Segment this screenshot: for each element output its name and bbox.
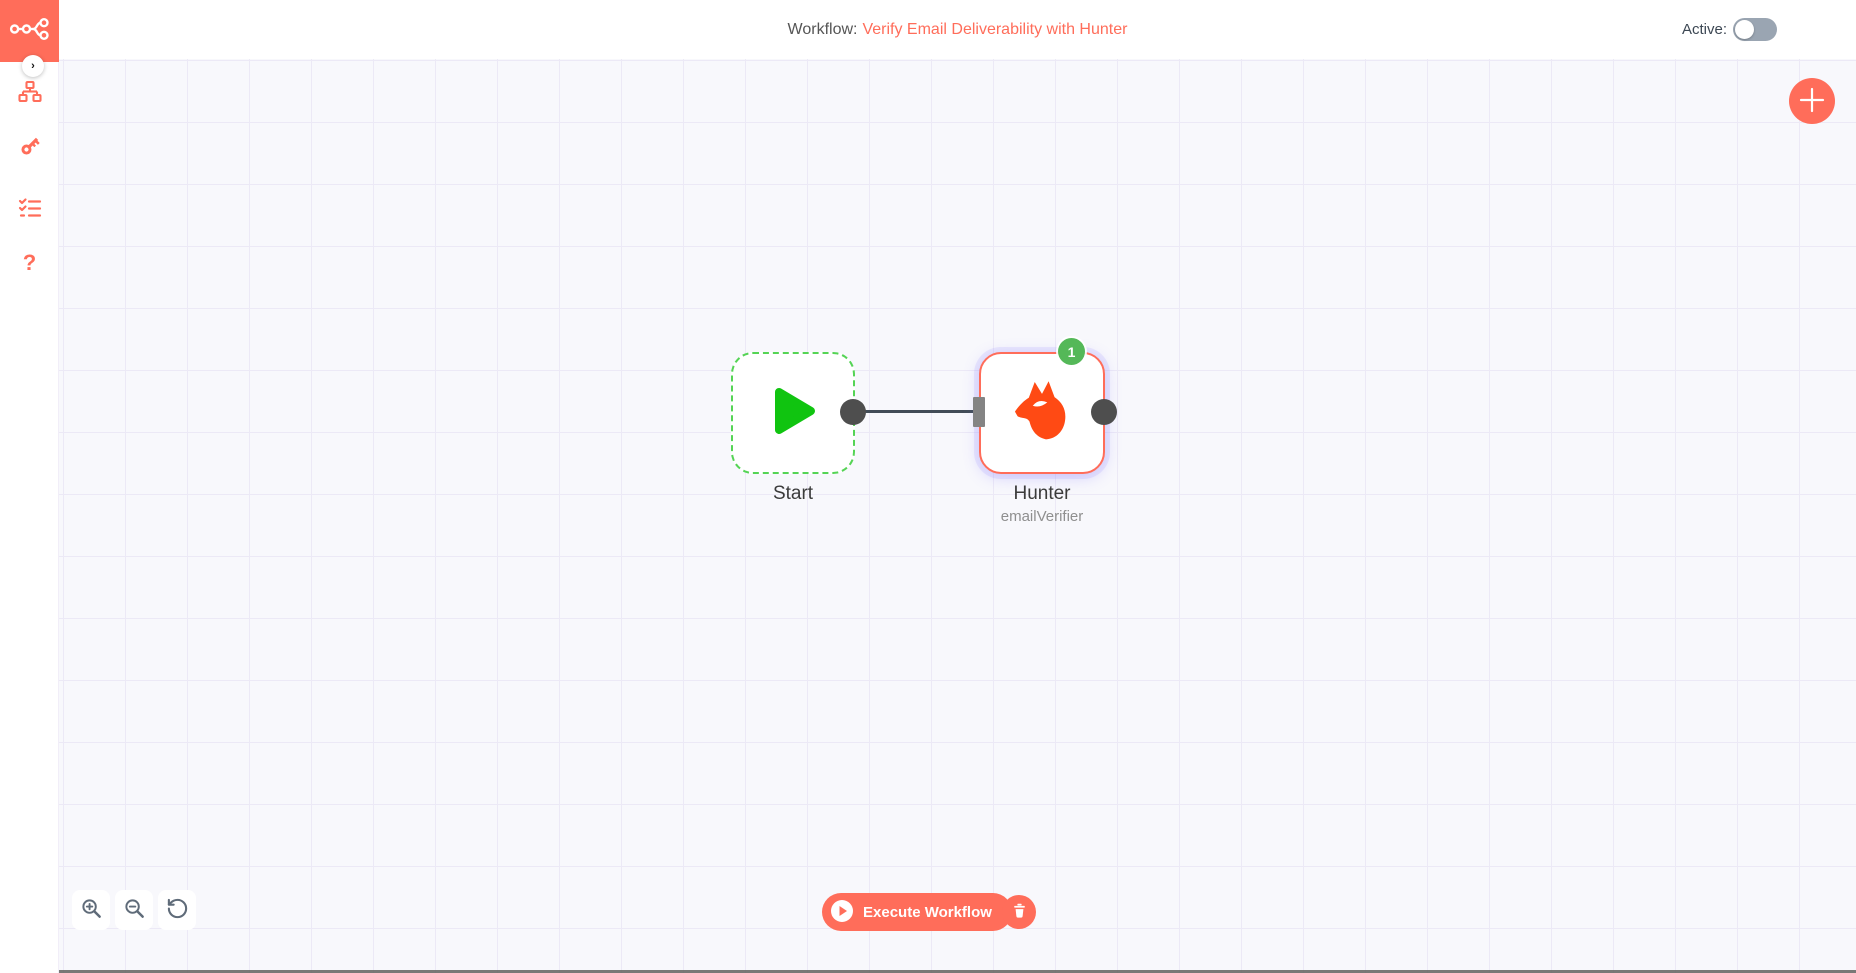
node-start-label: Start bbox=[772, 483, 814, 504]
sidebar-item-credentials[interactable] bbox=[0, 134, 59, 163]
play-icon bbox=[765, 383, 821, 444]
app-logo[interactable] bbox=[0, 0, 59, 62]
rotate-ccw-icon bbox=[166, 897, 189, 923]
zoom-out-icon bbox=[123, 897, 146, 923]
sidebar-item-help[interactable]: ? bbox=[0, 252, 59, 274]
node-hunter-title: Hunter bbox=[1013, 483, 1071, 504]
question-icon: ? bbox=[22, 250, 37, 275]
workflow-name-link[interactable]: Verify Email Deliverability with Hunter bbox=[862, 20, 1128, 38]
node-hunter[interactable]: 1 bbox=[979, 338, 1105, 474]
workflow-canvas[interactable] bbox=[59, 59, 1856, 973]
screen-bottom-edge bbox=[0, 970, 1856, 973]
execute-workflow-label: Execute Workflow bbox=[863, 903, 992, 921]
hunter-dog-icon bbox=[1009, 378, 1075, 449]
node-hunter-subtitle: emailVerifier bbox=[1000, 508, 1084, 525]
key-icon bbox=[18, 134, 42, 163]
zoom-in-button[interactable] bbox=[72, 890, 110, 930]
zoom-in-icon bbox=[80, 897, 103, 923]
node-connection[interactable] bbox=[853, 410, 975, 413]
reset-zoom-button[interactable] bbox=[158, 890, 196, 930]
sitemap-icon bbox=[17, 80, 42, 109]
active-label: Active: bbox=[1681, 21, 1727, 38]
add-node-button[interactable] bbox=[1789, 78, 1835, 124]
active-toggle[interactable] bbox=[1733, 18, 1777, 41]
sidebar-item-executions[interactable] bbox=[0, 196, 59, 225]
node-start[interactable] bbox=[731, 352, 855, 474]
hunter-output-endpoint[interactable] bbox=[1091, 399, 1117, 425]
hunter-input-endpoint[interactable] bbox=[973, 397, 985, 427]
sidebar-item-workflows[interactable] bbox=[0, 80, 59, 109]
toggle-knob bbox=[1735, 20, 1754, 39]
top-bar: Workflow:Verify Email Deliverability wit… bbox=[59, 0, 1856, 59]
node-hunter-label: Hunter emailVerifier bbox=[969, 483, 1115, 525]
plus-icon bbox=[1799, 87, 1825, 116]
chevron-right-icon: › bbox=[31, 60, 35, 72]
start-output-endpoint[interactable] bbox=[840, 399, 866, 425]
workflow-title: Workflow:Verify Email Deliverability wit… bbox=[788, 21, 1128, 39]
n8n-logo-icon bbox=[9, 14, 51, 49]
items-count-badge: 1 bbox=[1058, 338, 1085, 365]
sidebar-expand-button[interactable]: › bbox=[22, 55, 44, 77]
zoom-out-button[interactable] bbox=[115, 890, 153, 930]
execute-workflow-button[interactable]: Execute Workflow bbox=[822, 893, 1012, 931]
checklist-icon bbox=[18, 196, 42, 225]
delete-workflow-button[interactable] bbox=[1002, 895, 1036, 929]
workflow-label: Workflow: bbox=[787, 20, 858, 38]
trash-icon bbox=[1011, 902, 1028, 922]
sidebar: › bbox=[0, 0, 59, 973]
play-circle-icon bbox=[830, 899, 854, 926]
